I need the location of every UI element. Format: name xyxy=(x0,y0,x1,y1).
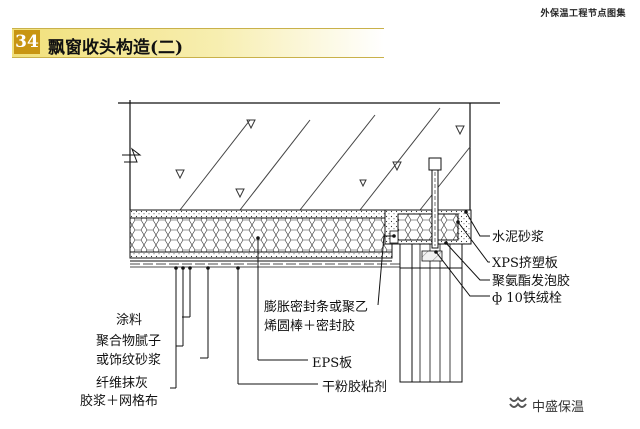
label-fiber-line1: 纤维抹灰 xyxy=(96,376,149,391)
wechat-channel-icon xyxy=(509,396,527,408)
label-sealing-line1: 膨胀密封条或聚乙 xyxy=(264,300,369,315)
leader-lines xyxy=(170,211,490,389)
anchor-bolt xyxy=(428,157,442,249)
label-putty-line2: 或饰纹砂浆 xyxy=(96,353,162,368)
label-anchor-bolt: ф 10铁绒栓 xyxy=(492,291,562,306)
page-title: 飘窗收头构造(二) xyxy=(48,38,184,58)
watermark-text: 中盛保温 xyxy=(532,400,585,415)
section-number-badge: 34 xyxy=(14,30,40,54)
label-fiber-line2: 胶浆＋网格布 xyxy=(80,394,159,409)
label-coating: 涂料 xyxy=(116,313,143,328)
label-eps-board: EPS板 xyxy=(312,356,353,371)
label-pu-foam: 聚氨酯发泡胶 xyxy=(492,274,571,289)
title-band xyxy=(12,28,384,58)
concrete-slab xyxy=(118,100,500,212)
label-cement-mortar: 水泥砂浆 xyxy=(492,230,545,245)
label-xps-board: XPS挤塑板 xyxy=(492,256,558,271)
label-putty-line1: 聚合物腻子 xyxy=(96,334,162,349)
label-sealing-line2: 烯圆棒＋密封胶 xyxy=(264,319,356,334)
top-header-bar: 外保温工程节点图集 xyxy=(0,0,640,22)
window-frame xyxy=(399,243,463,383)
leader-dots xyxy=(174,210,468,270)
label-dry-adhesive: 干粉胶粘剂 xyxy=(322,380,388,395)
header-caption: 外保温工程节点图集 xyxy=(540,9,626,19)
